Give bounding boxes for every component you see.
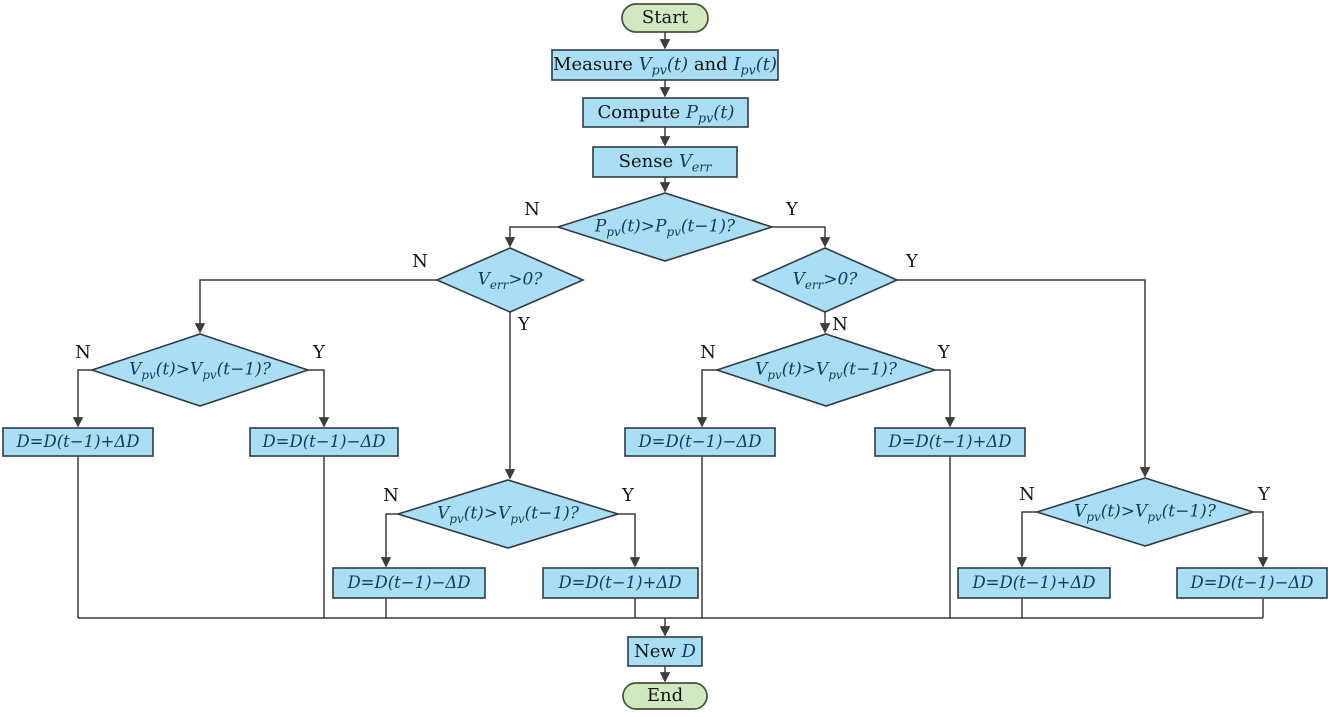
measure-label-math2: Ipv(t)	[733, 54, 777, 78]
vpv-right-decision-label: Vpv(t)>Vpv(t−1)?	[755, 359, 897, 383]
vpv-left-no-branch-label: N	[75, 342, 91, 364]
connector-vpv-far-right-yes-action	[1253, 511, 1269, 568]
action-right-no-shape	[624, 427, 776, 457]
vpv-far-right-no-branch-label: N	[1019, 484, 1035, 506]
measure-label-mid: and	[688, 54, 734, 76]
new-d-label-word: New	[634, 641, 682, 663]
vpv-left-yes-branch-label: Y	[313, 342, 325, 364]
sense-process-shape	[592, 146, 738, 178]
connector-vpv-right-yes-action	[935, 369, 956, 428]
vpv-right-decision-shape	[714, 333, 938, 407]
action-mid-yes-shape	[542, 567, 699, 599]
action-left-yes-shape	[249, 427, 399, 457]
verr-right-no-branch-label: N	[832, 314, 848, 336]
vpv-far-right-decision-label: Vpv(t)>Vpv(t−1)?	[1074, 501, 1216, 525]
end-terminal-shape	[622, 682, 708, 710]
vpv-far-right-yes-branch-label: Y	[1258, 484, 1270, 506]
connector-vpv-left-yes-action	[308, 369, 330, 428]
action-left-yes-label: D=D(t−1)−ΔD	[262, 431, 386, 451]
action-far-right-yes-label: D=D(t−1)−ΔD	[1190, 572, 1314, 592]
connector-vpv-left-no-action	[72, 369, 92, 428]
action-right-yes-shape	[874, 427, 1026, 457]
power-no-branch-label: N	[524, 199, 540, 221]
compute-label-math: Ppv(t)	[685, 102, 735, 126]
connector-verr-right-yes-vpv-far-right	[897, 279, 1151, 478]
power-decision-label: Ppv(t)>Ppv(t−1)?	[594, 216, 736, 240]
compute-process-shape	[582, 97, 749, 128]
verr-right-decision-label: Verr>0?	[792, 269, 858, 293]
action-mid-no-shape	[332, 567, 486, 599]
connector-vpv-mid-yes-action	[618, 513, 641, 568]
verr-left-no-branch-label: N	[412, 251, 428, 273]
vpv-far-right-decision-shape	[1034, 477, 1256, 547]
action-right-no-label: D=D(t−1)−ΔD	[638, 431, 762, 451]
vpv-mid-decision-shape	[395, 479, 621, 549]
vpv-mid-yes-branch-label: Y	[622, 485, 634, 507]
connector-verr-left-no-vpv-left	[194, 279, 437, 334]
action-left-no-label: D=D(t−1)+ΔD	[16, 431, 140, 451]
connector-power-no-verr-left	[504, 226, 558, 248]
vpv-mid-decision-label: Vpv(t)>Vpv(t−1)?	[437, 503, 579, 527]
vpv-left-decision-label: Vpv(t)>Vpv(t−1)?	[129, 359, 271, 383]
compute-label: Compute Ppv(t)	[597, 102, 735, 126]
power-yes-branch-label: Y	[786, 199, 798, 221]
sense-label-math: Verr	[678, 151, 712, 175]
measure-label-word: Measure	[553, 54, 639, 76]
connector-power-yes-verr-right	[772, 226, 831, 248]
vpv-mid-no-branch-label: N	[383, 485, 399, 507]
sense-label-word: Sense	[618, 151, 679, 173]
connector-vpv-far-right-no-action	[1016, 511, 1037, 568]
verr-right-yes-branch-label: Y	[906, 251, 918, 273]
compute-label-word: Compute	[597, 102, 686, 124]
action-far-right-no-label: D=D(t−1)+ΔD	[972, 572, 1096, 592]
vpv-right-no-branch-label: N	[700, 342, 716, 364]
verr-left-yes-branch-label: Y	[518, 314, 530, 336]
action-mid-yes-label: D=D(t−1)+ΔD	[558, 572, 682, 592]
connector-vpv-mid-no-action	[380, 513, 398, 568]
vpv-right-yes-branch-label: Y	[938, 342, 950, 364]
new-d-process-shape	[627, 636, 703, 667]
measure-process-shape	[551, 49, 779, 81]
connector-vpv-right-no-action	[696, 369, 717, 428]
measure-label: Measure Vpv(t) and Ipv(t)	[553, 54, 777, 78]
sense-label: Sense Verr	[618, 151, 712, 175]
end-label: End	[646, 685, 684, 707]
verr-left-decision-label: Verr>0?	[477, 269, 543, 293]
power-decision-shape	[555, 192, 775, 262]
action-right-yes-label: D=D(t−1)+ΔD	[888, 431, 1012, 451]
vpv-left-decision-shape	[89, 333, 311, 407]
measure-label-math1: Vpv(t)	[638, 54, 689, 78]
new-d-label-math: D	[681, 641, 696, 663]
start-label: Start	[641, 7, 689, 29]
action-mid-no-label: D=D(t−1)−ΔD	[347, 572, 471, 592]
action-far-right-no-shape	[957, 567, 1111, 599]
action-far-right-yes-shape	[1176, 567, 1328, 599]
new-d-label: New D	[634, 642, 696, 662]
